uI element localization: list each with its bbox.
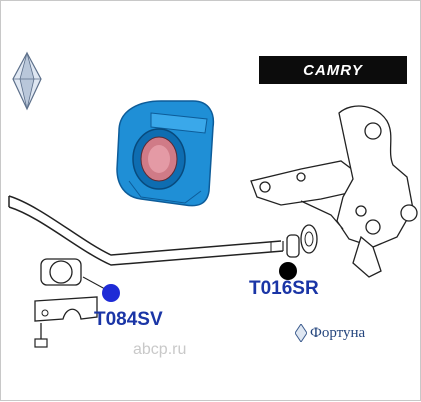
stabilizer-bar [8,195,284,266]
part-code-sv: T084SV [94,309,163,330]
suspension-knuckle [250,105,418,278]
watermark-text: abcp.ru [133,341,187,358]
brand-diamond-icon [295,324,307,342]
model-badge: CAMRY [259,56,407,84]
callout-dot-sr [279,262,297,280]
callout-dot-sv [102,284,120,302]
brand-logo: Фортуна [295,324,365,342]
part-code-sr: T016SR [249,278,319,299]
bushing-render [116,100,215,207]
bracket-assembly [34,258,106,348]
link-bushing-part [286,224,318,258]
brand-name: Фортуна [310,324,366,341]
logo-diamond-icon [12,51,42,111]
